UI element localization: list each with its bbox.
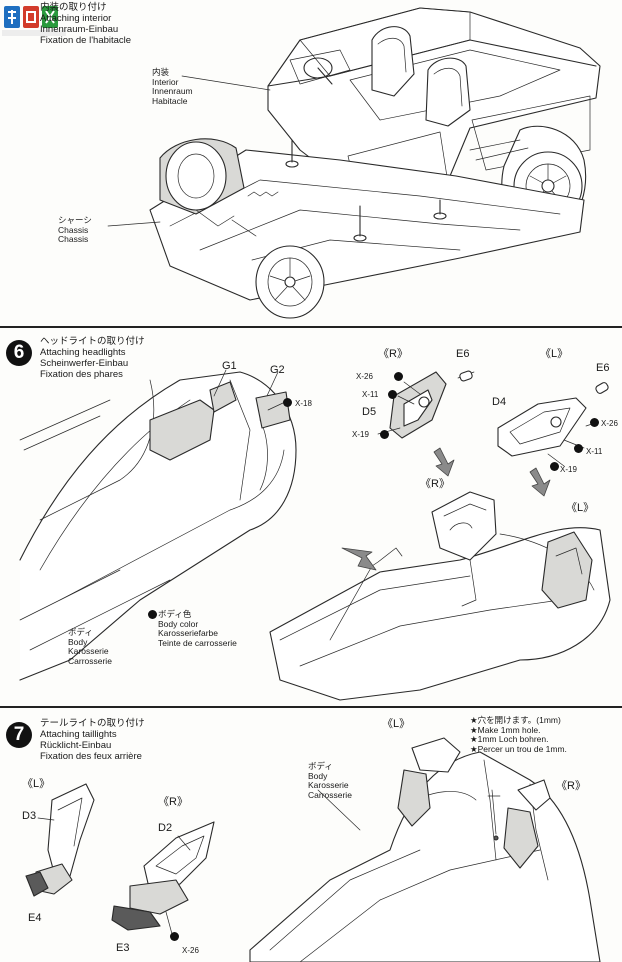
divider-step5-step6 <box>0 326 622 328</box>
part-x26: X-26 <box>182 946 199 955</box>
label-r-left: 《R》 <box>158 796 188 808</box>
step7-title-ja: テールライトの取り付け <box>40 718 145 729</box>
part-x26-r: X-26 <box>356 372 373 381</box>
step5-title-en: Attaching interior <box>40 13 112 24</box>
body-label-step7: ボディ Body Karosserie Carrosserie <box>308 761 352 800</box>
body-color-paint-icon <box>148 610 157 619</box>
label-l-top: 《L》 <box>540 348 569 360</box>
step7-title-en: Attaching taillights <box>40 729 117 740</box>
divider-step6-step7 <box>0 706 622 708</box>
part-d3: D3 <box>22 810 37 822</box>
part-e6-l: E6 <box>596 362 610 374</box>
step6-number: 6 <box>6 340 32 366</box>
body-label-step6: ボディ Body Karosserie Carrosserie <box>68 627 112 666</box>
part-x19-r: X-19 <box>352 430 369 439</box>
step5-interior-diagram <box>107 7 601 319</box>
step7-number: 7 <box>6 722 32 748</box>
part-x11-l: X-11 <box>586 447 603 456</box>
part-x19-l: X-19 <box>560 465 577 474</box>
screw-x11-l-icon <box>574 444 583 453</box>
label-r-right: 《R》 <box>556 780 586 792</box>
part-x18: X-18 <box>295 399 312 408</box>
label-r-top: 《R》 <box>378 348 408 360</box>
step6-title: ヘッドライトの取り付け Attaching headlights Scheinw… <box>40 336 145 380</box>
step7-title-fr: Fixation des feux arrière <box>40 751 142 762</box>
step6-title-en: Attaching headlights <box>40 347 126 358</box>
step7-title: テールライトの取り付け Attaching taillights Rücklic… <box>40 718 145 762</box>
screw-x19-r-icon <box>380 430 389 439</box>
step6-title-de: Scheinwerfer-Einbau <box>40 358 129 369</box>
step7-title-de: Rücklicht-Einbau <box>40 740 112 751</box>
part-g2: G2 <box>270 364 285 376</box>
part-e6-r: E6 <box>456 348 470 360</box>
screw-x18-icon <box>283 398 292 407</box>
part-x11-r: X-11 <box>362 390 379 399</box>
label-r-mid: 《R》 <box>420 478 450 490</box>
interior-label: 内装 Interior Innenraum Habitacle <box>152 67 193 106</box>
part-d4: D4 <box>492 396 507 408</box>
label-l-mid: 《L》 <box>566 502 595 514</box>
step6-title-fr: Fixation des phares <box>40 369 123 380</box>
screw-x26-r-icon <box>394 372 403 381</box>
screw-x26-l-icon <box>590 418 599 427</box>
part-e3: E3 <box>116 942 130 954</box>
part-g1: G1 <box>222 360 237 372</box>
screw-x11-r-icon <box>388 390 397 399</box>
part-d2: D2 <box>158 822 173 834</box>
screw-x19-l-icon <box>550 462 559 471</box>
part-d5: D5 <box>362 406 377 418</box>
screw-x26-icon <box>170 932 179 941</box>
site-logo-icon <box>2 6 66 36</box>
step5-title-de: Innenraum-Einbau <box>40 24 119 35</box>
label-l-left: 《L》 <box>22 778 51 790</box>
step6-title-ja: ヘッドライトの取り付け <box>40 336 145 347</box>
step5-title: 内装の取り付け Attaching interior Innenraum-Ein… <box>40 2 131 46</box>
part-e4: E4 <box>28 912 42 924</box>
chassis-label: シャーシ Chassis Chassis <box>58 215 92 244</box>
label-l-right: 《L》 <box>382 718 411 730</box>
body-color-label: ボディ色 Body color Karosseriefarbe Teinte d… <box>158 609 237 648</box>
hole-note: ★穴を開けます。(1mm) ★Make 1mm hole. ★1mm Loch … <box>470 715 567 754</box>
step5-title-fr: Fixation de l'habitacle <box>40 35 132 46</box>
part-x26-l: X-26 <box>601 419 618 428</box>
step5-title-ja: 内装の取り付け <box>40 2 107 13</box>
